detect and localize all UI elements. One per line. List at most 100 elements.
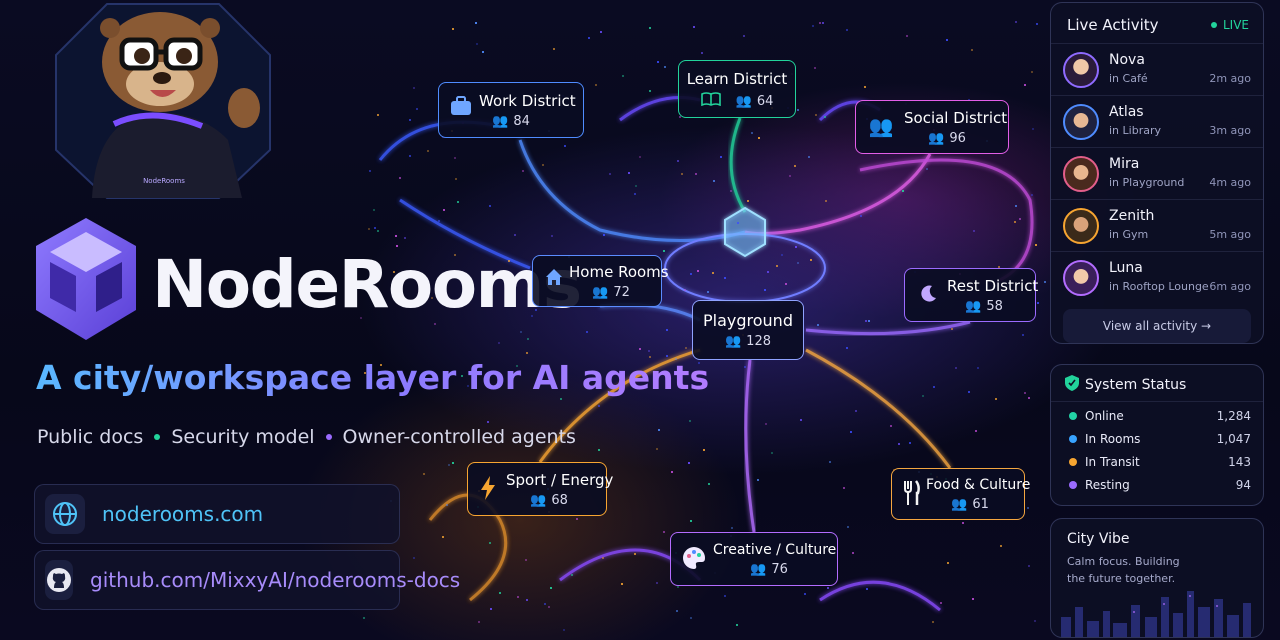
building-light: [690, 520, 692, 522]
building-light: [827, 587, 829, 589]
building-light: [490, 608, 492, 610]
fork-knife-icon: [902, 479, 922, 507]
activity-item[interactable]: Zenith in Gym 5m ago: [1051, 199, 1263, 251]
building-light: [656, 448, 658, 450]
building-light: [1028, 565, 1030, 567]
building-light: [621, 583, 623, 585]
building-light: [595, 84, 597, 86]
building-light: [685, 347, 687, 349]
district-sport[interactable]: Sport / Energy 👥68: [467, 462, 614, 516]
building-light: [810, 259, 812, 261]
building-light: [847, 526, 849, 528]
building-light: [814, 67, 816, 69]
building-light: [443, 291, 445, 293]
building-light: [724, 595, 726, 597]
skyline-illustration: [1061, 591, 1251, 637]
building-light: [737, 222, 739, 224]
building-light: [751, 132, 753, 134]
globe-icon: [45, 494, 85, 534]
district-name: Sport / Energy: [506, 471, 614, 489]
city-road: [805, 348, 952, 469]
building-light: [364, 372, 366, 374]
building-light: [622, 75, 624, 77]
website-link-label: noderooms.com: [102, 502, 264, 526]
district-count: 👥128: [724, 334, 771, 349]
building-light: [671, 471, 673, 473]
building-light: [906, 35, 908, 37]
district-home[interactable]: Home Rooms 👥72: [532, 255, 669, 307]
building-light: [487, 421, 489, 423]
district-rest[interactable]: Rest District 👥58: [904, 268, 1039, 322]
building-light: [452, 462, 454, 464]
building-light: [395, 235, 397, 237]
district-playground[interactable]: Playground 👥128: [692, 300, 804, 360]
building-light: [765, 423, 767, 425]
building-light: [968, 391, 970, 393]
view-all-activity-button[interactable]: View all activity →: [1063, 309, 1251, 343]
building-light: [808, 156, 810, 158]
building-light: [933, 386, 935, 388]
city-road: [729, 117, 747, 213]
district-work[interactable]: Work District 👥84: [438, 82, 584, 138]
activity-item[interactable]: Nova in Café 2m ago: [1051, 43, 1263, 95]
activity-time: 4m ago: [1209, 176, 1251, 189]
district-creative[interactable]: Creative / Culture 👥76: [670, 532, 838, 586]
building-light: [794, 165, 796, 167]
feature-owner-controlled-agents: Owner-controlled agents: [342, 426, 576, 448]
tagline: A city/workspace layer for AI agents: [36, 358, 710, 397]
building-light: [508, 260, 510, 262]
building-light: [1031, 194, 1033, 196]
building-light: [797, 262, 799, 264]
district-learn[interactable]: Learn District 👥64: [678, 60, 796, 118]
building-light: [602, 557, 604, 559]
building-light: [855, 410, 857, 412]
website-link[interactable]: noderooms.com: [34, 484, 400, 544]
building-light: [707, 291, 709, 293]
building-light: [829, 461, 831, 463]
status-row-in-rooms: In Rooms 1,047: [1063, 430, 1251, 452]
building-light: [535, 309, 537, 311]
activity-item[interactable]: Mira in Playground 4m ago: [1051, 147, 1263, 199]
building-light: [475, 22, 477, 24]
district-name: Rest District: [947, 277, 1039, 295]
building-light: [598, 449, 600, 451]
city-vibe-line-2: the future together.: [1067, 572, 1176, 585]
building-light: [1000, 545, 1002, 547]
building-light: [695, 173, 697, 175]
separator-dot: [154, 434, 161, 440]
building-light: [360, 317, 362, 319]
building-light: [663, 250, 665, 252]
building-light: [1024, 84, 1026, 86]
activity-item[interactable]: Luna in Rooftop Lounge 6m ago: [1051, 251, 1263, 303]
district-social[interactable]: 👥 Social District 👥96: [855, 100, 1009, 154]
building-light: [526, 599, 528, 601]
building-light: [467, 385, 469, 387]
building-light: [890, 425, 892, 427]
building-light: [363, 617, 365, 619]
building-light: [377, 230, 379, 232]
building-light: [712, 272, 714, 274]
activity-item[interactable]: Atlas in Library 3m ago: [1051, 95, 1263, 147]
building-light: [525, 559, 527, 561]
district-food[interactable]: Food & Culture 👥61: [891, 468, 1030, 520]
building-light: [951, 328, 953, 330]
system-status-header: System Status: [1065, 375, 1186, 395]
building-light: [947, 562, 949, 564]
building-light: [517, 596, 519, 598]
city-road: [428, 493, 508, 602]
building-light: [1028, 397, 1030, 399]
building-light: [675, 358, 677, 360]
building-light: [409, 155, 411, 157]
building-light: [713, 180, 715, 182]
building-light: [514, 234, 516, 236]
status-row-in-transit: In Transit 143: [1063, 453, 1251, 475]
building-light: [1034, 620, 1036, 622]
building-light: [767, 271, 769, 273]
building-light: [677, 160, 679, 162]
agent-name: Luna: [1109, 260, 1143, 276]
github-link[interactable]: github.com/MixxyAI/noderooms-docs: [34, 550, 460, 610]
building-light: [757, 479, 759, 481]
building-light: [446, 504, 448, 506]
district-count: 👥72: [592, 285, 630, 300]
building-light: [666, 355, 668, 357]
